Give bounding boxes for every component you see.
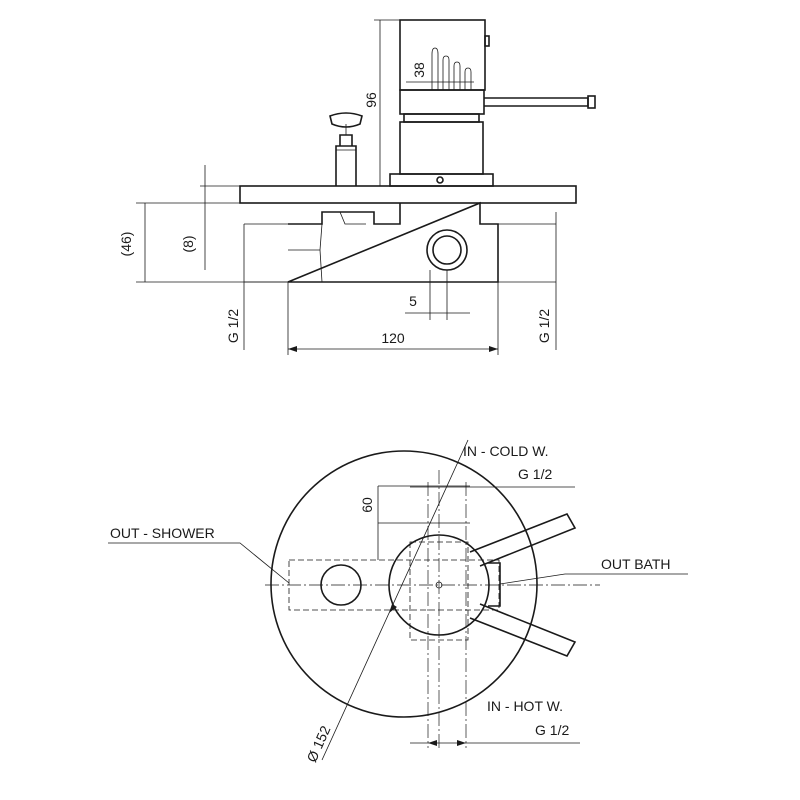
dim-120-label: 120 [381,330,405,346]
thread-left-label: G 1/2 [225,309,241,343]
in-cold-label-line1: IN - COLD W. [463,443,549,459]
dim-96-label: 96 [363,92,379,108]
front-view: Ø 152 60 IN - COLD W. G 1/2 OUT - SHOWER… [108,439,688,765]
body-edge [319,223,323,283]
wall-plate [239,185,577,204]
dim-46: (46) [118,202,290,283]
in-hot-label-line2: G 1/2 [535,722,569,738]
collar [389,173,494,187]
lever-base [488,562,501,607]
dim-5: 5 [405,270,470,320]
dim-60-label: 60 [359,497,375,513]
handle-cap [399,19,486,91]
dim-120: 120 [287,282,499,355]
cartridge-housing [399,121,484,175]
collar-screw [436,176,444,184]
port-inner [432,235,462,265]
dim-96: 96 [363,19,400,186]
cap-clip [484,35,490,47]
cartridge-band [403,113,480,123]
diverter-knob [329,112,363,186]
out-shower-callout: OUT - SHOWER [108,525,290,584]
dim-60: 60 [359,485,470,560]
lever-arm [484,97,589,107]
out-bath-callout: OUT BATH [499,556,688,585]
thread-right-label: G 1/2 [536,309,552,343]
mixer-body [287,201,499,283]
dim-8: (8) [180,165,240,270]
body-detail [339,211,366,225]
diameter-arrow [389,604,397,613]
lever-arm-upper [469,513,577,567]
lever-arm-lower [469,603,577,657]
dim-38-label: 38 [411,62,427,78]
out-bath-label: OUT BATH [601,556,671,572]
temperature-scale [406,47,474,90]
lever-hub [399,89,485,115]
side-view: 96 38 (46) (8) G 1/2 G 1/2 [118,19,596,355]
dim-8-label: (8) [180,235,196,252]
dim-5-label: 5 [409,293,417,309]
diameter-leader [321,439,469,761]
lever-tip [587,95,596,109]
in-hot-label-line1: IN - HOT W. [487,698,563,714]
out-shower-label: OUT - SHOWER [110,525,215,541]
dim-46-label: (46) [118,232,134,257]
in-cold-label-line2: G 1/2 [518,466,552,482]
cover-plate [270,450,538,718]
in-cold-callout: IN - COLD W. G 1/2 [410,443,575,488]
in-hot-callout: IN - HOT W. G 1/2 [410,698,580,746]
